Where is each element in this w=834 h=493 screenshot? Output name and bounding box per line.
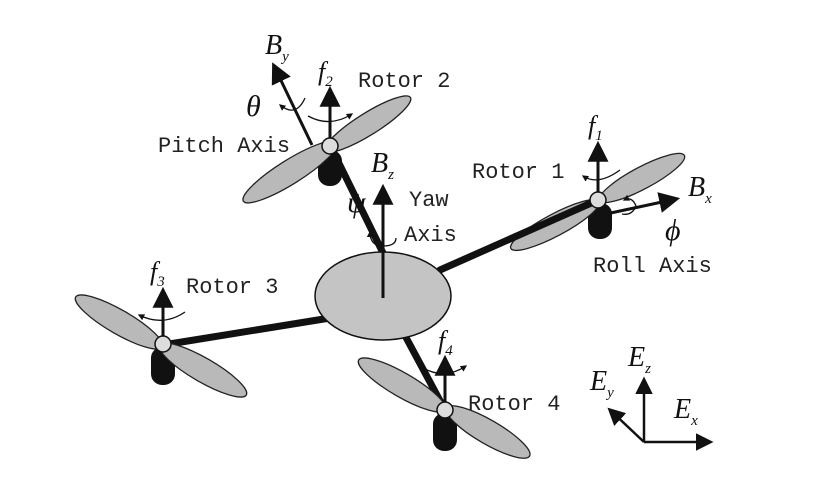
rotor-3-label: Rotor 3 [186, 275, 278, 300]
rotor-1-spin-arc [581, 169, 621, 182]
earth-axis-ex-label: Ex [673, 394, 698, 429]
arm-rotor-1 [436, 196, 602, 274]
yaw-label: Yaw [409, 188, 449, 213]
earth-axis-ey-arrow [607, 407, 645, 443]
body-axis-bx-arrow [605, 192, 681, 216]
arm-rotor-3 [159, 314, 334, 349]
roll-angle-phi: ϕ [665, 214, 681, 247]
earth-axis-ey-label: Ey [589, 366, 614, 401]
body-axis-by-label: By [265, 30, 289, 65]
earth-frame [607, 376, 714, 451]
thrust-f4-label: f4 [438, 326, 453, 359]
yaw-rotation-arc [366, 230, 397, 247]
rotor-4-hub [436, 401, 454, 419]
pitch-angle-theta: θ [246, 90, 261, 123]
pitch-rotation-arc [278, 97, 306, 111]
roll-rotation-arc [621, 194, 637, 215]
rotor-3-hub [154, 335, 172, 353]
rotor-3-blade [74, 294, 164, 350]
rotor-4-label: Rotor 4 [468, 392, 560, 417]
yaw-angle-psi: ψ [347, 186, 367, 219]
thrust-f1-label: f1 [588, 111, 603, 144]
rotor-1-label: Rotor 1 [472, 160, 564, 185]
rotor-4-motor [433, 413, 457, 451]
rotor-3 [74, 294, 248, 398]
rotor-2-hub [321, 137, 339, 155]
body-axis-bz-label: Bz [371, 148, 394, 183]
rotor-4-spin-arc [422, 365, 468, 375]
pitch-axis-label: Pitch Axis [158, 134, 290, 159]
rotor-2-label: Rotor 2 [358, 69, 450, 94]
rotor-4 [357, 357, 531, 459]
body-axis-by-arrow [271, 62, 314, 146]
roll-axis-label: Roll Axis [593, 254, 712, 279]
thrust-f2-label: f2 [318, 57, 333, 90]
rotor-3-spin-arc [137, 311, 186, 321]
body-axis-bx-label: Bx [688, 172, 712, 207]
arm-rotor-2 [326, 141, 388, 259]
earth-axis-ez-label: Ez [627, 342, 651, 377]
thrust-f3-label: f3 [150, 257, 165, 290]
yaw-axis-label: Axis [404, 223, 457, 248]
rotor-2-spin-arc [307, 113, 354, 123]
rotor-1-hub [589, 191, 607, 209]
